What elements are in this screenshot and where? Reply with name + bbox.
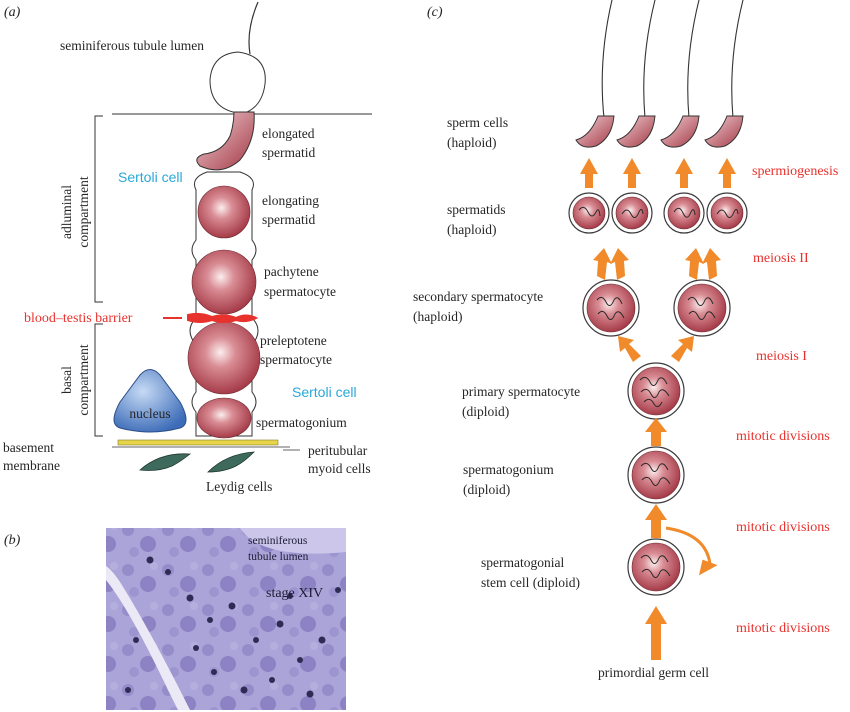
spermatogonium-c-label-1: spermatogonium: [463, 462, 554, 477]
arrow-spermatid-4: [718, 158, 736, 188]
preleptotene-spermatocyte-cell: [187, 321, 261, 395]
arrow-spermatid-2: [623, 158, 641, 188]
panel-c-label: (c): [427, 5, 443, 20]
histology-micrograph: [106, 528, 346, 710]
preleptotene-label-2: spermatocyte: [260, 352, 332, 367]
micrograph-lumen-area: [240, 528, 346, 554]
sertoli-nucleus: [113, 369, 187, 433]
self-renewal-arrow: [665, 526, 712, 565]
primary-label-1: primary spermatocyte: [462, 384, 580, 399]
sperm-cell-4: [704, 0, 744, 148]
peritubular-label-2: myoid cells: [308, 461, 371, 476]
sperm-label-2: (haploid): [447, 135, 497, 150]
basal-label-2: compartment: [76, 344, 91, 415]
pachytene-label-1: pachytene: [264, 264, 319, 279]
arrow-primordial: [645, 606, 667, 660]
micrograph-lumen-gap: [106, 566, 190, 710]
arrow-secondary-1: [593, 248, 612, 280]
secondary-spermatocyte-2: [673, 279, 731, 337]
adluminal-label-2: compartment: [76, 176, 91, 247]
panel-b: (b) seminiferous tubule lumen stage XIV: [4, 528, 346, 710]
lumen-cytoplasm: [209, 51, 266, 115]
elongating-label-1: elongating: [262, 193, 319, 208]
basement-label-1: basement: [3, 440, 54, 455]
primordial-label: primordial germ cell: [598, 665, 709, 680]
primary-label-2: (diploid): [462, 404, 509, 419]
micro-lumen-label-1: seminiferous: [248, 535, 308, 547]
secondary-label-1: secondary spermatocyte: [413, 289, 543, 304]
micrograph-nuclei: [125, 556, 341, 698]
spermatid-cell-2: [611, 192, 653, 234]
spermatids-label-1: spermatids: [447, 202, 506, 217]
panel-a: (a) seminiferous tubule lumen elongated …: [3, 1, 372, 494]
spermatid-cell-3: [663, 192, 705, 234]
adluminal-bracket: [94, 115, 103, 303]
pachytene-spermatocyte-cell: [191, 249, 257, 315]
mitotic-label-1: mitotic divisions: [736, 429, 830, 444]
stem-label-1: spermatogonial: [481, 555, 564, 570]
spermatogonium-c-label-2: (diploid): [463, 482, 510, 497]
stem-label-2: stem cell (diploid): [481, 575, 580, 590]
sperm-tail: [248, 1, 259, 55]
arrow-secondary-4: [702, 248, 721, 280]
panel-c: (c) sperm cells (haploid) spermatids (ha…: [413, 0, 838, 680]
adluminal-label-1: adluminal: [59, 185, 74, 239]
leydig-label: Leydig cells: [206, 479, 272, 494]
micro-lumen-label-2: tubule lumen: [248, 551, 309, 563]
self-renewal-arrowhead: [698, 559, 718, 576]
arrow-spermatid-1: [580, 158, 598, 188]
pachytene-label-2: spermatocyte: [264, 284, 336, 299]
nucleus-label: nucleus: [129, 406, 170, 421]
leydig-cell-2: [207, 451, 256, 473]
mitotic-label-2: mitotic divisions: [736, 520, 830, 535]
sertoli-label-top: Sertoli cell: [118, 169, 183, 185]
sertoli-label-bottom: Sertoli cell: [292, 384, 357, 400]
arrow-stem: [645, 504, 667, 538]
sperm-label-1: sperm cells: [447, 115, 508, 130]
arrow-spermatogonium: [645, 418, 667, 446]
arrow-secondary-3: [685, 248, 704, 280]
spermatid-cell-1: [568, 192, 610, 234]
spermatogonium-cell: [196, 397, 252, 439]
basal-label-1: basal: [59, 366, 74, 394]
elongating-spermatid-cell: [197, 185, 251, 239]
leydig-cell-1: [139, 453, 192, 471]
basal-bracket: [94, 323, 103, 437]
arrow-primary-right: [671, 336, 694, 362]
panel-b-label: (b): [4, 533, 21, 548]
spermatids-label-2: (haploid): [447, 222, 497, 237]
mitotic-label-3: mitotic divisions: [736, 621, 830, 636]
barrier-label: blood–testis barrier: [24, 311, 133, 326]
arrow-spermatid-3: [675, 158, 693, 188]
spermiogenesis-label: spermiogenesis: [752, 164, 838, 179]
elongated-spermatid-cell: [196, 111, 255, 171]
secondary-spermatocyte-1: [582, 279, 640, 337]
arrow-secondary-2: [610, 248, 629, 280]
arrow-primary-left: [618, 336, 641, 362]
panel-a-label: (a): [4, 5, 21, 20]
basement-membrane-band: [117, 439, 279, 446]
meiosis1-label: meiosis I: [756, 349, 807, 364]
sperm-cell-3: [660, 0, 700, 148]
meiosis2-label: meiosis II: [753, 251, 809, 266]
spermatid-cell-4: [706, 192, 748, 234]
sperm-cell-1: [575, 0, 615, 148]
preleptotene-label-1: preleptotene: [260, 333, 327, 348]
basement-label-2: membrane: [3, 458, 60, 473]
spermatogonium-label: spermatogonium: [256, 415, 347, 430]
peritubular-label-1: peritubular: [308, 443, 368, 458]
primary-spermatocyte: [627, 362, 685, 420]
elongated-label-2: spermatid: [262, 145, 315, 160]
secondary-label-2: (haploid): [413, 309, 463, 324]
sperm-cell-2: [616, 0, 656, 148]
arrows: [580, 158, 736, 660]
spermatogonium-c-cell: [627, 446, 685, 504]
stem-cell: [627, 538, 685, 596]
elongated-label-1: elongated: [262, 126, 315, 141]
elongating-label-2: spermatid: [262, 212, 315, 227]
micro-stage-label: stage XIV: [266, 586, 323, 601]
lumen-label: seminiferous tubule lumen: [60, 38, 204, 53]
barrier-junction: [187, 312, 259, 323]
